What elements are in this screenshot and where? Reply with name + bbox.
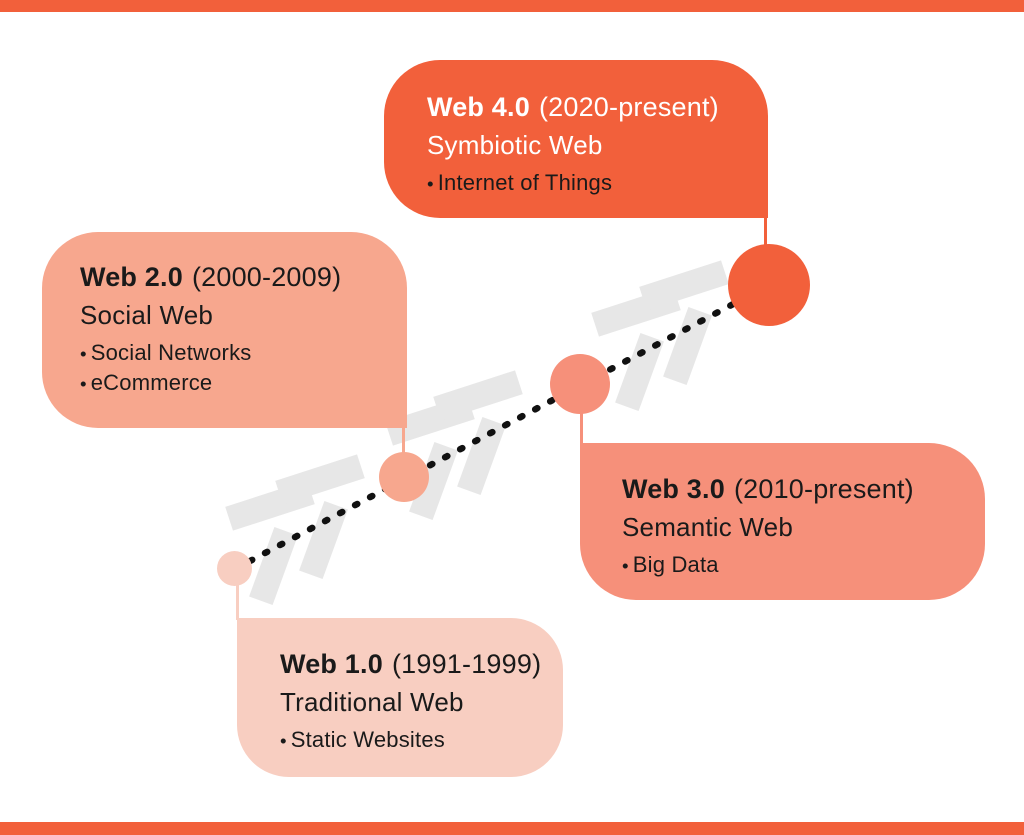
bullet-dot: • [80,343,87,364]
era-bullet-item: •Static Websites [280,725,549,755]
milestone-circle-web4 [728,244,810,326]
era-bullet-item: •Social Networks [80,338,393,368]
era-title: Web 4.0 (2020-present) [427,89,758,125]
bullet-dot: • [622,555,629,576]
era-bullet-text: eCommerce [90,370,213,395]
era-bullet-text: Static Websites [290,727,445,752]
bullet-dot: • [280,730,287,751]
era-title: Web 3.0 (2010-present) [622,471,971,507]
era-name: Web 1.0 [280,649,383,679]
milestone-circle-web2 [379,452,429,502]
era-period: (2000-2009) [191,262,342,292]
era-bullet-item: •Big Data [622,550,971,580]
era-name: Web 2.0 [80,262,183,292]
bullet-dot: • [427,173,434,194]
era-period: (1991-1999) [391,649,542,679]
era-subtitle: Social Web [80,300,214,330]
era-title: Web 1.0 (1991-1999) [280,646,549,682]
era-bullet-text: Internet of Things [437,170,613,195]
era-bullet-text: Social Networks [90,340,252,365]
connector-stem-web3 [580,408,583,448]
era-bullet-text: Big Data [632,552,719,577]
era-bullet-item: •eCommerce [80,368,393,398]
bullet-dot: • [80,373,87,394]
top-border-bar [0,0,1024,12]
connector-stem-web1 [236,578,239,620]
era-card-web2: Web 2.0 (2000-2009) Social Web •Social Ne… [42,232,407,428]
era-card-web3: Web 3.0 (2010-present) Semantic Web •Big … [580,443,985,600]
era-card-web1: Web 1.0 (1991-1999) Traditional Web •Stat… [237,618,563,777]
timeline-dotted-line [231,281,773,573]
era-subtitle: Semantic Web [622,512,793,542]
era-subtitle: Symbiotic Web [427,130,603,160]
era-bullet-item: •Internet of Things [427,168,758,198]
milestone-circle-web3 [550,354,610,414]
connector-stem-web2 [402,420,405,456]
connector-stem-web4 [764,214,767,250]
bottom-border-bar [0,822,1024,835]
era-card-web4: Web 4.0 (2020-present) Symbiotic Web •Int… [384,60,768,218]
era-name: Web 4.0 [427,92,530,122]
era-name: Web 3.0 [622,474,725,504]
era-title: Web 2.0 (2000-2009) [80,259,393,295]
era-subtitle: Traditional Web [280,687,464,717]
milestone-circle-web1 [217,551,252,586]
era-period: (2020-present) [538,92,719,122]
era-period: (2010-present) [733,474,914,504]
